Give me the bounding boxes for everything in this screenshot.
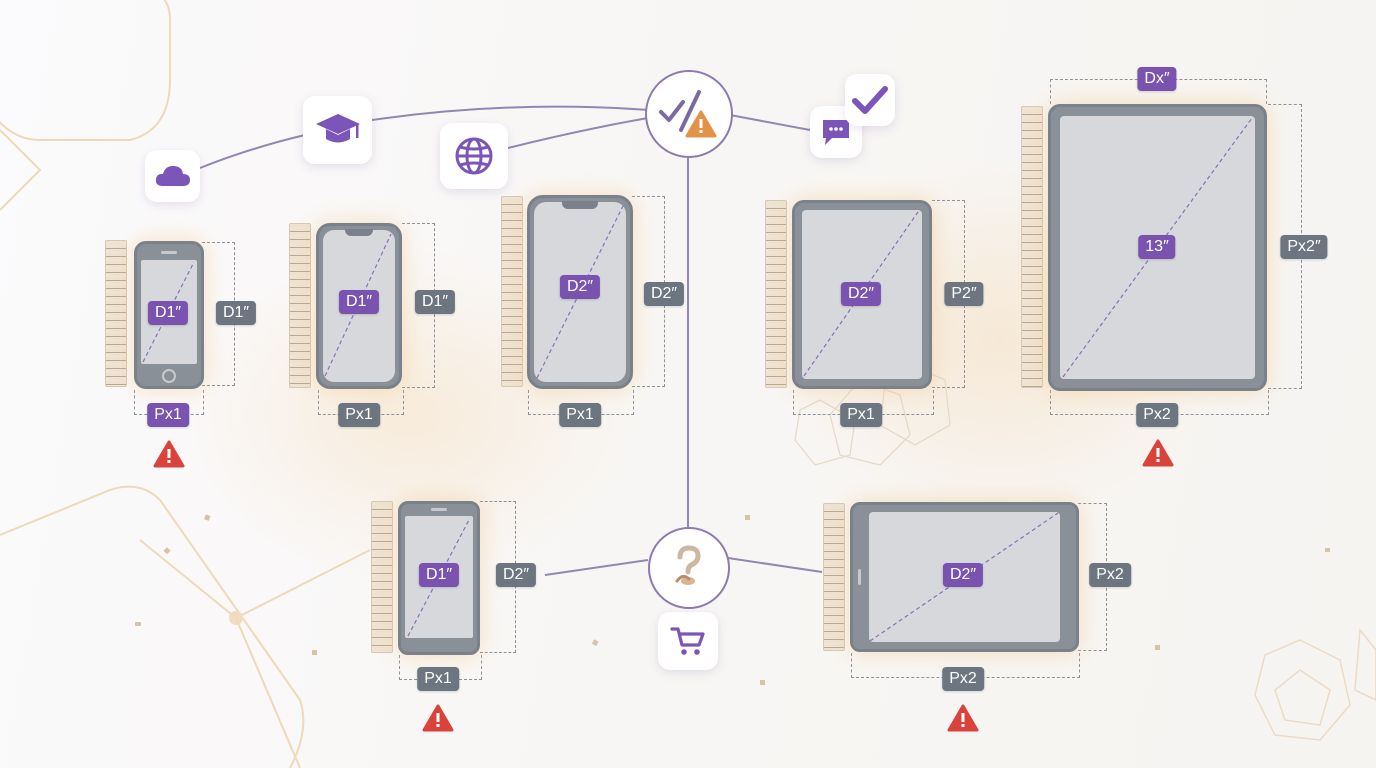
connector-phone-d-to-hub2 <box>544 559 649 576</box>
question-icon <box>675 545 701 585</box>
side-label-phone-d: D2″ <box>495 563 537 587</box>
diagonal-label-tablet-b: 13″ <box>1138 235 1176 259</box>
warning-icon <box>422 704 454 732</box>
cloud-icon-box[interactable] <box>145 150 200 202</box>
cloud-icon <box>155 166 190 186</box>
check-warning-icon <box>659 90 717 138</box>
top-label-tablet-b: Dx″ <box>1137 67 1177 91</box>
ruler-tablet-b <box>1021 106 1043 388</box>
diagonal-label-tablet-a: D2″ <box>840 282 882 306</box>
decor-rounded-outline-top <box>0 0 171 141</box>
warning-icon <box>153 440 185 468</box>
decor-geometric-pattern-right <box>1254 628 1376 741</box>
cart-icon-box[interactable] <box>658 612 718 670</box>
side-label-tablet-c: Px2 <box>1089 563 1131 587</box>
side-button <box>858 569 861 585</box>
question-hub[interactable] <box>648 527 730 609</box>
speaker-slot <box>431 508 447 511</box>
device-notch <box>345 229 373 236</box>
ruler-phone-d <box>371 501 393 653</box>
bottom-label-phone-b: Px1 <box>338 403 380 427</box>
ruler-tablet-c <box>823 503 845 651</box>
warning-icon <box>947 704 979 732</box>
home-button <box>162 369 176 383</box>
globe-icon-box[interactable] <box>440 123 508 189</box>
bottom-label-phone-c: Px1 <box>559 403 601 427</box>
ruler-phone-b <box>289 223 311 388</box>
decor-outline-bottom <box>0 485 305 768</box>
bottom-label-tablet-c: Px2 <box>942 667 984 691</box>
side-label-tablet-b: Px2″ <box>1280 235 1328 259</box>
diagonal-label-phone-a: D1″ <box>147 301 189 325</box>
connector-cap-to-hub <box>371 105 649 121</box>
connector-globe-to-hub <box>507 117 649 149</box>
bottom-label-tablet-b: Px2 <box>1136 403 1178 427</box>
diagonal-label-phone-c: D2″ <box>559 275 601 299</box>
diagonal-tablet-b <box>1062 117 1253 378</box>
warning-icon <box>1142 439 1174 467</box>
diagonal-label-tablet-c: D2″ <box>942 563 984 587</box>
bottom-label-phone-a: Px1 <box>147 403 189 427</box>
side-label-phone-a: D1″ <box>215 301 257 325</box>
connector-hub-to-chat <box>729 114 811 131</box>
checkmark-icon <box>852 86 888 114</box>
decor-outline-left <box>0 129 42 211</box>
ruler-phone-c <box>501 196 523 387</box>
bottom-label-tablet-a: Px1 <box>840 403 882 427</box>
side-label-tablet-a: P2″ <box>944 282 984 306</box>
device-notch <box>562 201 598 209</box>
ruler-phone-a <box>105 240 127 387</box>
chat-icon <box>823 120 849 145</box>
cart-icon <box>670 627 705 655</box>
globe-icon <box>455 137 493 175</box>
diagonal-label-phone-d: D1″ <box>418 563 460 587</box>
connector-cloud-to-cap <box>199 134 306 169</box>
decor-line-bottom <box>235 617 301 768</box>
decor-confetti <box>135 514 1330 685</box>
check-warning-hub[interactable] <box>645 70 733 158</box>
bottom-label-phone-d: Px1 <box>417 667 459 691</box>
checkmark-icon-box[interactable] <box>845 74 895 126</box>
side-label-phone-c: D2″ <box>643 282 685 306</box>
side-label-phone-b: D1″ <box>414 290 456 314</box>
graduation-cap-icon <box>315 114 360 143</box>
graduation-cap-icon-box[interactable] <box>303 96 372 164</box>
ruler-tablet-a <box>765 200 787 388</box>
diagonal-label-phone-b: D1″ <box>338 290 380 314</box>
connector-hub2-to-tablet-c <box>727 557 823 573</box>
speaker-slot <box>161 251 177 254</box>
